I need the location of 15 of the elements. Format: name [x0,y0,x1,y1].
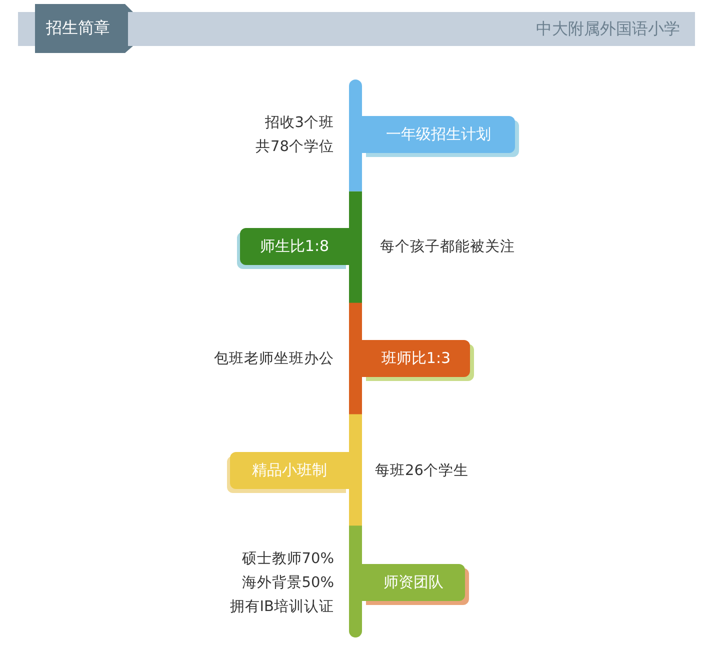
tag-label: 一年级招生计划 [362,116,515,153]
note-text: 共78个学位 [256,138,334,156]
note-text: 硕士教师70% [242,550,334,568]
note-text: 拥有IB培训认证 [230,598,334,616]
tag-label: 精品小班制 [230,452,349,489]
note-text: 每班26个学生 [375,462,468,480]
school-name: 中大附属外国语小学 [536,18,680,40]
note-text: 招收3个班 [264,114,334,132]
tag-label: 师资团队 [362,564,465,601]
note-text: 每个孩子都能被关注 [380,238,515,256]
note-text: 海外背景50% [242,574,334,592]
note-text: 包班老师坐班办公 [214,350,334,368]
tag-label: 师生比1:8 [240,228,349,265]
tag-label: 班师比1:3 [362,340,470,377]
title-text: 招生简章 [46,17,110,39]
